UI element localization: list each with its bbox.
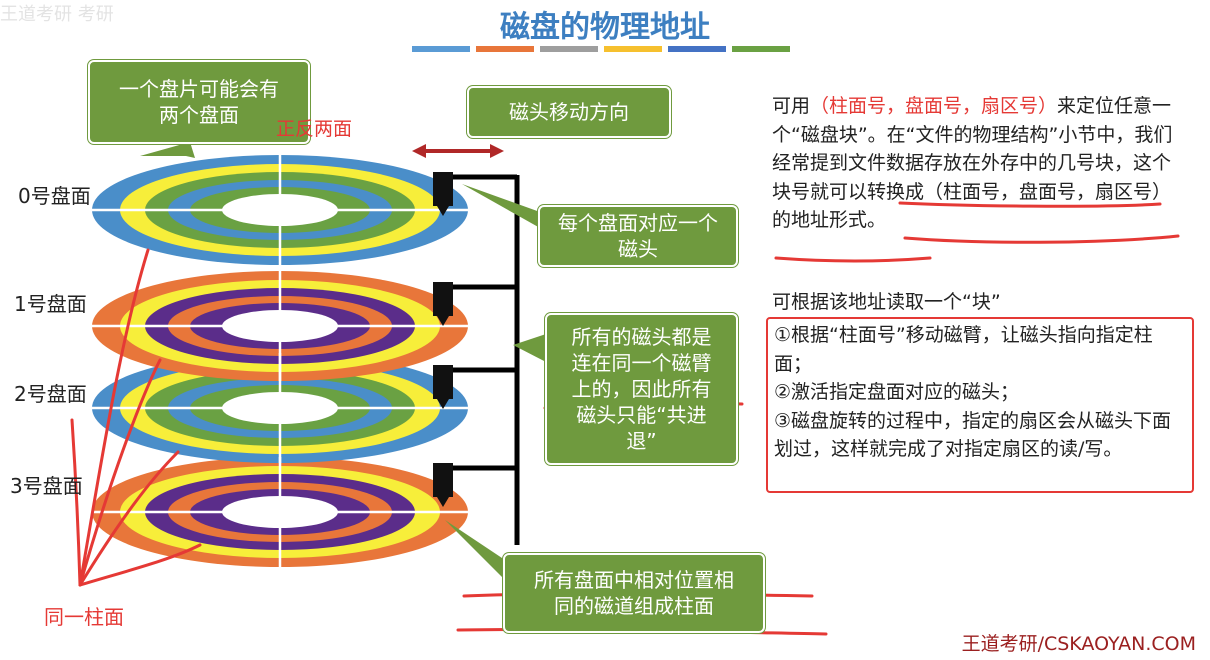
title-bar-3 bbox=[540, 46, 598, 52]
title-bar-2 bbox=[476, 46, 534, 52]
shared-arm-callout: 所有的磁头都是连在同一个磁臂上的，因此所有磁头只能“共进退” bbox=[545, 313, 738, 465]
para-text-2: 来定位任意一个“磁盘块”。在“文件的物理结构”小节中，我们经常提到文件数据存放在… bbox=[772, 95, 1173, 231]
page-title: 磁盘的物理地址 bbox=[500, 10, 710, 45]
two-sides-annotation: 正反两面 bbox=[276, 118, 353, 140]
address-paragraph: 可用（柱面号，盘面号，扇区号）来定位任意一个“磁盘块”。在“文件的物理结构”小节… bbox=[772, 92, 1184, 235]
arm-callout-tail bbox=[513, 334, 546, 362]
cylinder-callout-tail bbox=[445, 520, 505, 580]
surface-label-0: 0号盘面 bbox=[18, 184, 91, 208]
title-bar-1 bbox=[412, 46, 470, 52]
head-direction-callout: 磁头移动方向 bbox=[467, 86, 671, 138]
surface-label-3: 3号盘面 bbox=[10, 474, 83, 498]
heads bbox=[433, 172, 453, 507]
watermark: 王道考研 考研 bbox=[0, 4, 114, 25]
one-head-callout: 每个盘面对应一个磁头 bbox=[538, 205, 738, 267]
disk-arm bbox=[446, 174, 520, 545]
brand-footer: 王道考研/CSKAOYAN.COM bbox=[961, 633, 1196, 655]
platter-0 bbox=[92, 155, 468, 265]
cylinder-callout: 所有盘面中相对位置相同的磁道组成柱面 bbox=[503, 553, 765, 633]
title-bar-4 bbox=[604, 46, 662, 52]
platter-callout: 一个盘片可能会有两个盘面 bbox=[88, 60, 310, 144]
head-callout-tail bbox=[462, 184, 540, 228]
same-cylinder-annotation: 同一柱面 bbox=[44, 605, 124, 629]
read-intro: 可根据该地址读取一个“块” bbox=[772, 291, 1001, 313]
title-bar-6 bbox=[732, 46, 790, 52]
read-steps-box: ①根据“柱面号”移动磁臂，让磁头指向指定柱面； ②激活指定盘面对应的磁头； ③磁… bbox=[766, 317, 1194, 493]
para-highlight: （柱面号，盘面号，扇区号） bbox=[810, 95, 1058, 117]
head-direction-arrow bbox=[412, 144, 504, 158]
step-3: ③磁盘旋转的过程中，指定的扇区会从磁头下面划过，这样就完成了对指定扇区的读/写。 bbox=[774, 409, 1172, 461]
para-text-1: 可用 bbox=[772, 95, 811, 117]
title-bar-5 bbox=[668, 46, 726, 52]
step-1: ①根据“柱面号”移动磁臂，让磁头指向指定柱面； bbox=[774, 324, 1153, 375]
surface-label-2: 2号盘面 bbox=[14, 382, 87, 406]
step-2: ②激活指定盘面对应的磁头； bbox=[774, 381, 1020, 403]
platter-callout-tail bbox=[140, 142, 195, 158]
sector-lines bbox=[92, 155, 468, 567]
surface-label-1: 1号盘面 bbox=[14, 292, 87, 316]
